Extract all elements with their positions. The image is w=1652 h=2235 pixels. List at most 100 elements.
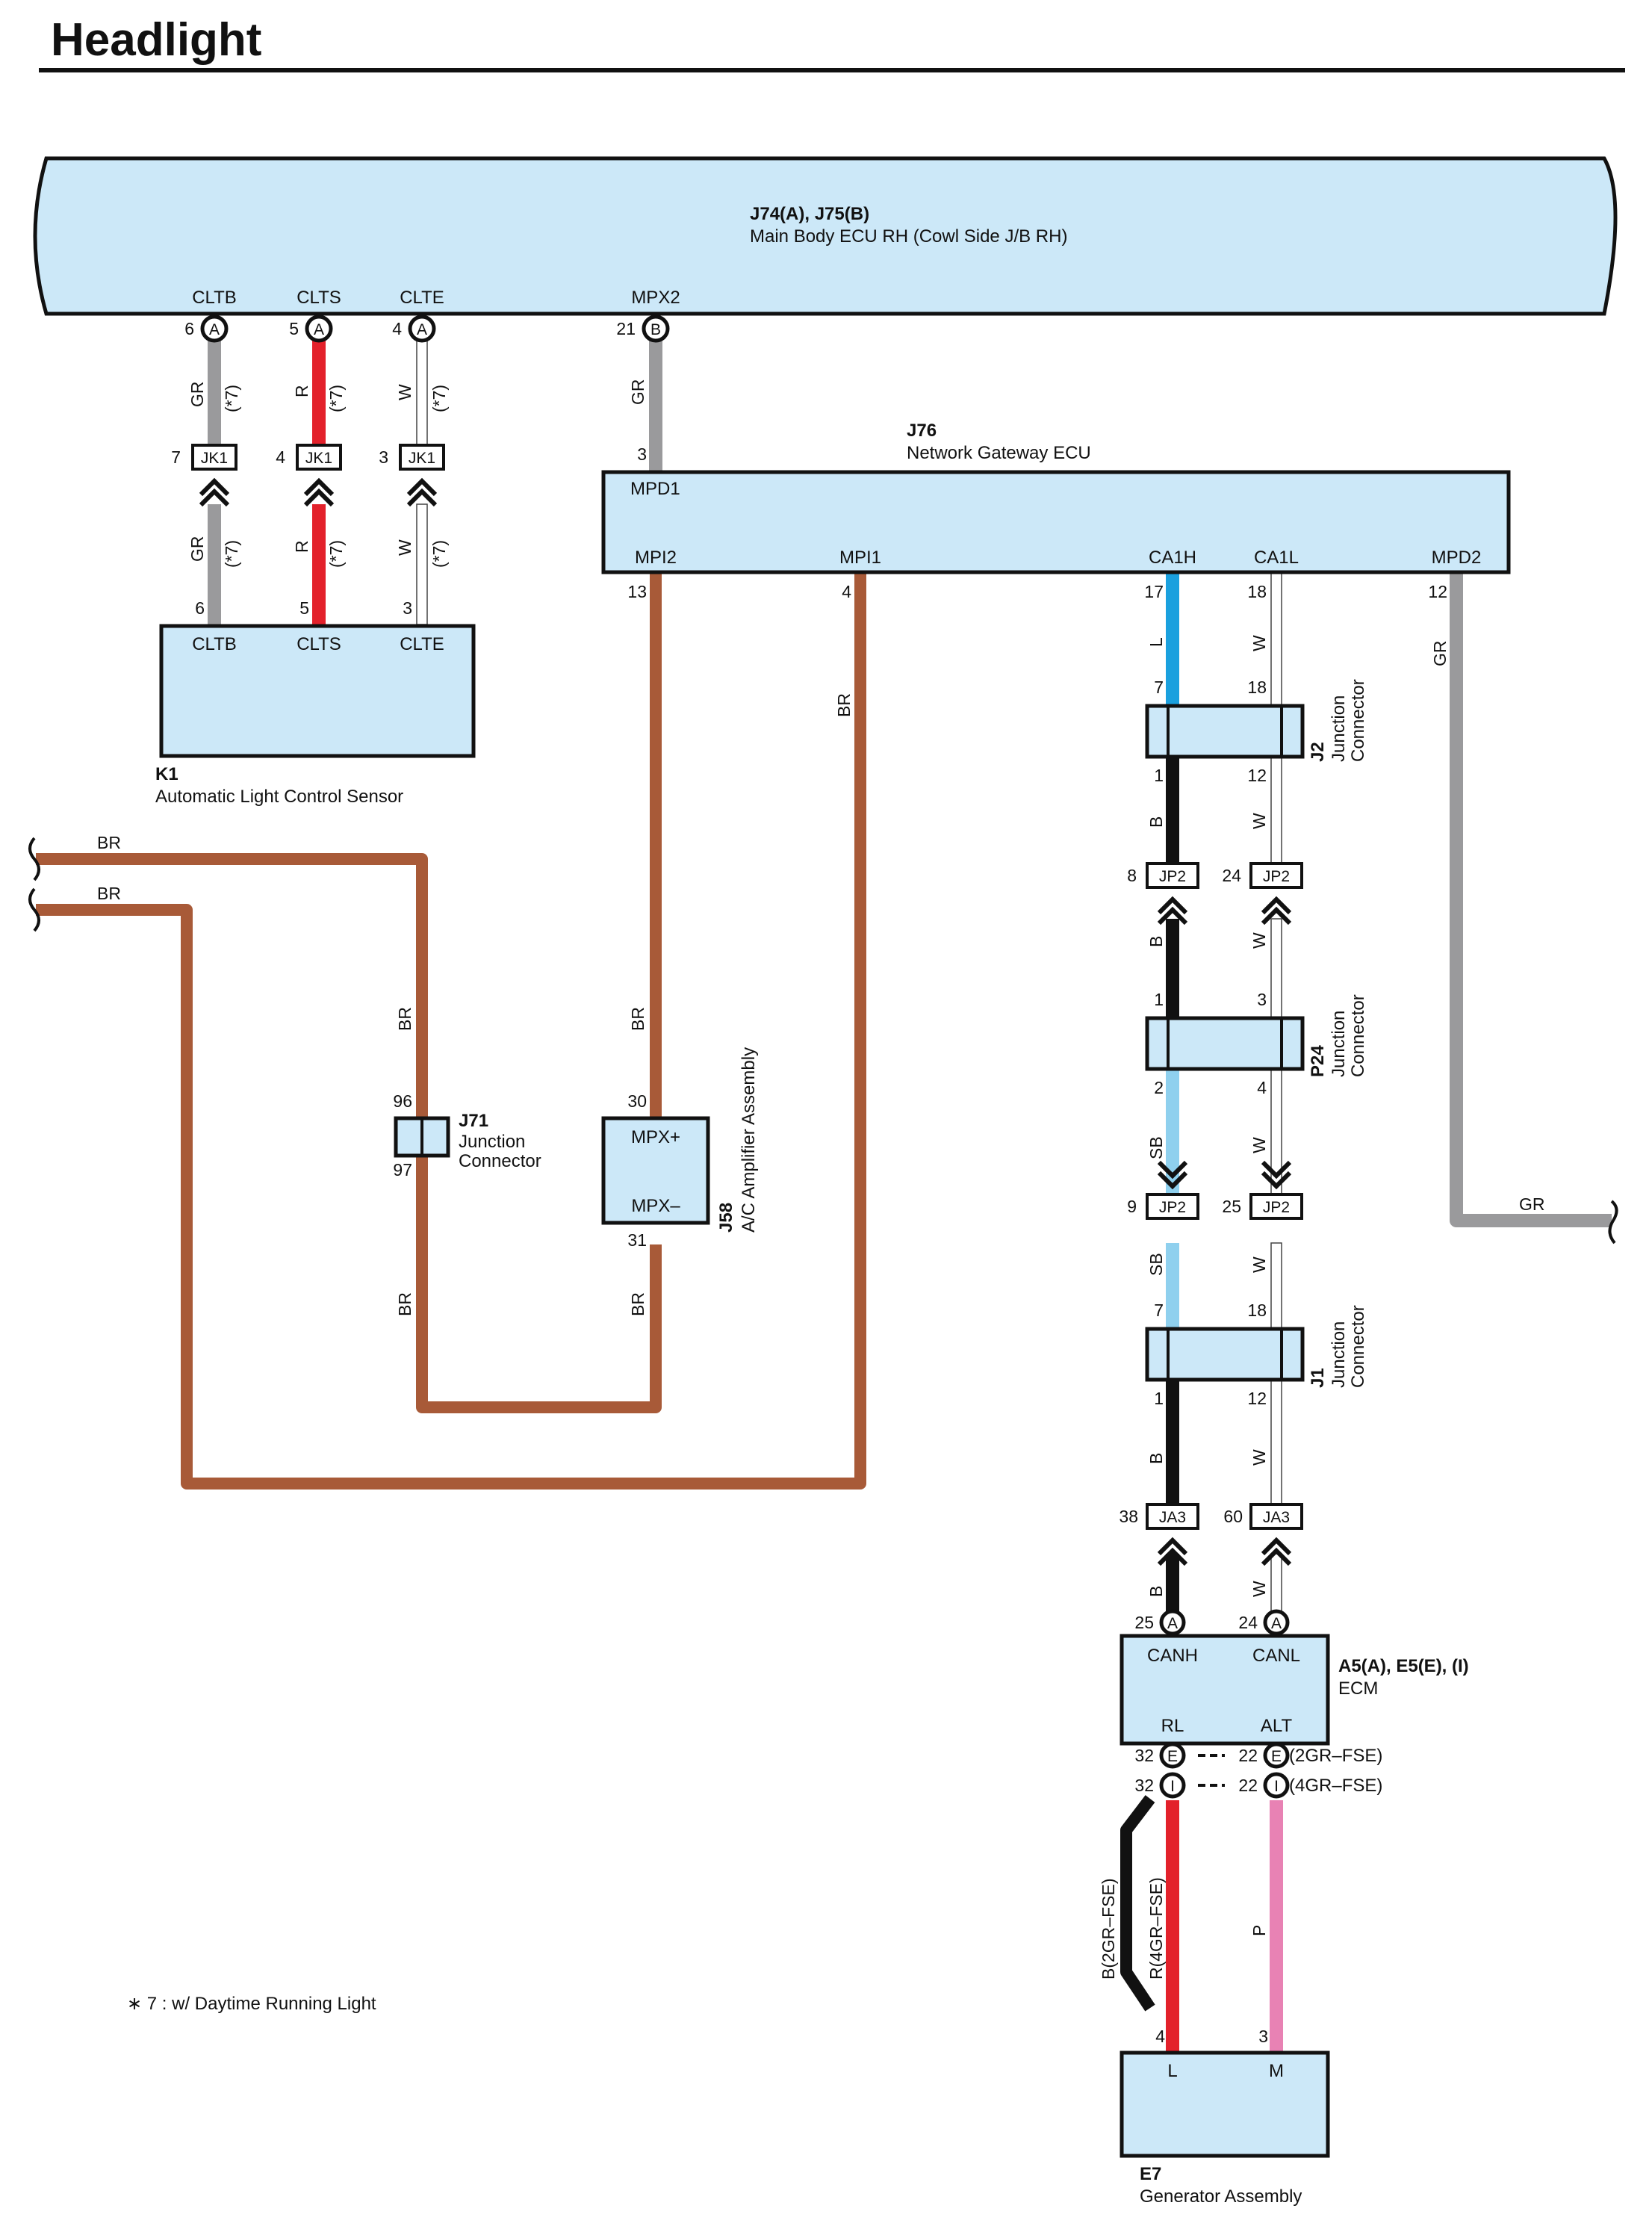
pin-number: 18 bbox=[1247, 582, 1267, 601]
wire-label-star7: (*7) bbox=[222, 540, 241, 568]
harness-break-left bbox=[28, 837, 40, 932]
wire-label-gr: GR bbox=[1519, 1194, 1545, 1214]
terminal-letter: A bbox=[417, 321, 427, 338]
p24-id: P24 bbox=[1308, 1045, 1328, 1077]
p24-name-line1: Junction bbox=[1329, 1011, 1349, 1077]
main-body-ecu-id: J74(A), J75(B) bbox=[750, 204, 869, 224]
connector-label: JK1 bbox=[305, 450, 332, 467]
wire-br-j71-j58 bbox=[416, 1156, 662, 1413]
connector-label: JK1 bbox=[201, 450, 228, 467]
pin-number: 4 bbox=[842, 582, 851, 601]
j76-id: J76 bbox=[907, 421, 937, 441]
wire-label-r: R bbox=[292, 385, 311, 397]
wire-label-w: W bbox=[395, 539, 414, 556]
pin-label-mpx2: MPX2 bbox=[631, 288, 680, 308]
pin-label-mpi2: MPI2 bbox=[635, 548, 677, 568]
pin-label-m: M bbox=[1269, 2061, 1284, 2081]
chevron-up-icon bbox=[305, 481, 332, 505]
wire-b-2gr bbox=[1120, 1795, 1155, 2012]
harness-break-right bbox=[1608, 1200, 1618, 1244]
pin-number: 5 bbox=[299, 598, 309, 618]
pin-number: 12 bbox=[1428, 582, 1447, 601]
wire-label-br: BR bbox=[395, 1007, 414, 1031]
pin-number: 38 bbox=[1119, 1507, 1138, 1526]
wire-label-w: W bbox=[1249, 813, 1269, 829]
pin-label-cltb: CLTB bbox=[192, 288, 237, 308]
wire-label-br: BR bbox=[628, 1292, 648, 1316]
ecm-id: A5(A), E5(E), (I) bbox=[1338, 1656, 1469, 1676]
main-body-ecu-name: Main Body ECU RH (Cowl Side J/B RH) bbox=[750, 226, 1067, 247]
pin-number: 17 bbox=[1144, 582, 1164, 601]
pin-number: 2 bbox=[1154, 1078, 1164, 1097]
jk1-connector-clte: JK1 3 bbox=[379, 444, 445, 505]
ja3-connector: JA3 38 JA3 60 bbox=[1119, 1503, 1303, 1564]
pin-label-ca1l: CA1L bbox=[1254, 548, 1299, 568]
j1-id: J1 bbox=[1308, 1368, 1328, 1388]
pin-label-clts: CLTS bbox=[296, 288, 341, 308]
pin-label-canh: CANH bbox=[1147, 1646, 1198, 1666]
terminal-letter: A bbox=[209, 321, 220, 338]
wire-label-br: BR bbox=[97, 833, 121, 852]
wire-label-star7: (*7) bbox=[429, 540, 449, 568]
j58-id: J58 bbox=[716, 1203, 736, 1233]
wire-label-star7: (*7) bbox=[326, 385, 346, 412]
wire-label-r-4gr: R(4GR–FSE) bbox=[1146, 1877, 1166, 1980]
j2-name-line1: Junction bbox=[1329, 695, 1349, 762]
wire-br-top-left bbox=[36, 853, 428, 1118]
connector-label: JA3 bbox=[1263, 1509, 1290, 1526]
wire-label-br: BR bbox=[834, 693, 854, 717]
j1-name-line2: Connector bbox=[1348, 1305, 1368, 1388]
wire-label-gr: GR bbox=[1430, 641, 1450, 667]
pin-number: 1 bbox=[1154, 766, 1164, 785]
pin-number: 1 bbox=[1154, 990, 1164, 1009]
pin-number: 12 bbox=[1247, 766, 1267, 785]
chevron-up-icon bbox=[201, 481, 228, 505]
terminal-clte: A 4 bbox=[392, 314, 436, 343]
pin-number: 3 bbox=[1257, 990, 1267, 1009]
pin-number: 21 bbox=[616, 319, 636, 338]
jp2-connector-lower: JP2 9 JP2 25 bbox=[1127, 1162, 1303, 1220]
wire-label-br: BR bbox=[395, 1292, 414, 1316]
j71-id: J71 bbox=[459, 1111, 488, 1131]
wire-label-b: B bbox=[1146, 1586, 1166, 1597]
wire-label-p: P bbox=[1249, 1925, 1269, 1936]
pin-number: 25 bbox=[1134, 1613, 1154, 1632]
variant-label: (4GR–FSE) bbox=[1289, 1776, 1382, 1796]
pin-number: 4 bbox=[392, 319, 402, 338]
ecm-name: ECM bbox=[1338, 1678, 1378, 1699]
jk1-connector-clts: JK1 4 bbox=[276, 444, 342, 505]
ecm-terminals-variant-i: I 32 I 22 (4GR–FSE) bbox=[1134, 1772, 1382, 1799]
wire-clte bbox=[416, 335, 428, 625]
wire-label-w: W bbox=[395, 384, 414, 400]
terminal-letter: I bbox=[1170, 1778, 1175, 1795]
pin-number: 4 bbox=[1155, 2027, 1165, 2046]
pin-label-clte: CLTE bbox=[400, 634, 444, 654]
pin-label-rl: RL bbox=[1161, 1716, 1184, 1736]
terminal-letter: I bbox=[1274, 1778, 1279, 1795]
ecm: CANH CANL RL ALT A5(A), E5(E), (I) ECM bbox=[1120, 1634, 1469, 1746]
wire-mpd2 bbox=[1450, 572, 1612, 1227]
wire-label-r: R bbox=[292, 540, 311, 553]
chevron-up-icon bbox=[409, 481, 435, 505]
terminal-mpx2: B 21 bbox=[616, 314, 670, 343]
pin-number: 6 bbox=[195, 598, 205, 618]
pin-number: 24 bbox=[1238, 1613, 1258, 1632]
e7-generator: 4 3 L M E7 Generator Assembly bbox=[1120, 2027, 1330, 2207]
j2-id: J2 bbox=[1308, 742, 1328, 762]
pin-number: 22 bbox=[1238, 1776, 1258, 1795]
pin-label-mpx-plus: MPX+ bbox=[631, 1127, 680, 1147]
pin-number: 7 bbox=[171, 447, 181, 467]
pin-number: 97 bbox=[393, 1160, 412, 1180]
wire-label-gr: GR bbox=[187, 382, 207, 408]
wire-label-star7: (*7) bbox=[429, 385, 449, 412]
pin-number: 3 bbox=[379, 447, 388, 467]
ecm-terminal-canl: A 24 bbox=[1238, 1609, 1290, 1636]
wire-br-mpi1 bbox=[36, 572, 866, 1490]
wire-label-star7: (*7) bbox=[222, 385, 241, 412]
pin-label-mpx-minus: MPX– bbox=[631, 1196, 680, 1216]
terminal-letter: E bbox=[1167, 1748, 1178, 1765]
connector-label: JP2 bbox=[1263, 868, 1290, 885]
pin-number: 24 bbox=[1222, 866, 1241, 885]
pin-number: 4 bbox=[276, 447, 285, 467]
wire-label-br: BR bbox=[97, 884, 121, 903]
